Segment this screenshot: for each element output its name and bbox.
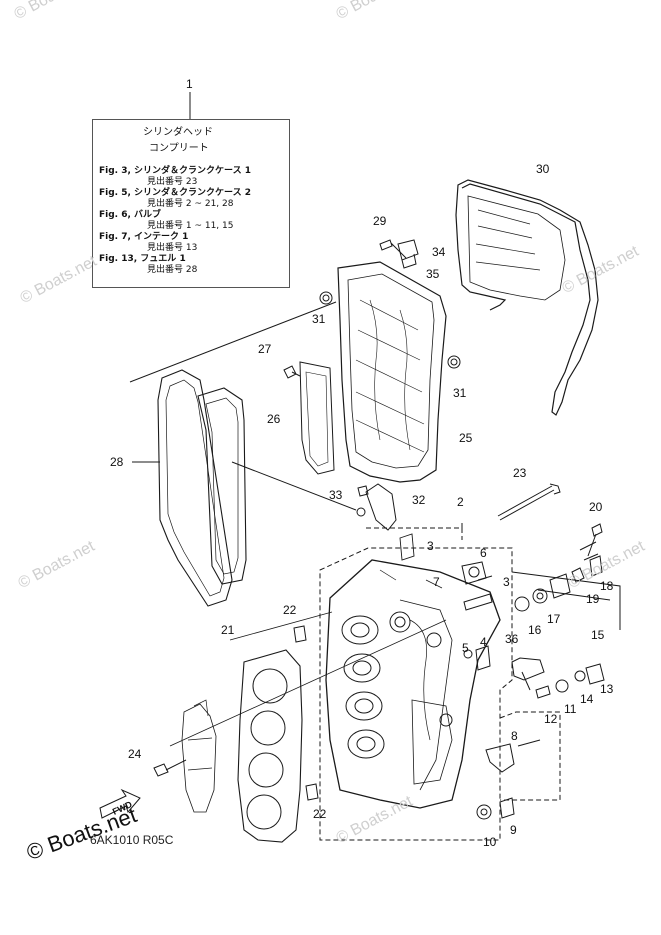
callout-18: 18 (600, 579, 614, 593)
gasket-28-right (197, 387, 247, 585)
note-title-2: コンプリート (149, 143, 209, 154)
callout-32: 32 (412, 493, 426, 507)
callout-36: 36 (505, 632, 519, 646)
callout-9: 9 (510, 823, 517, 837)
callout-1: 1 (186, 77, 193, 91)
callout-31-right: 31 (453, 386, 467, 400)
callout-25: 25 (459, 431, 473, 445)
callout-24: 24 (128, 747, 142, 761)
callout-22-upper: 22 (283, 603, 297, 617)
callout-12: 12 (544, 712, 558, 726)
callout-8: 8 (511, 729, 518, 743)
callout-10: 10 (483, 835, 497, 849)
callout-28: 28 (110, 455, 124, 469)
callout-3-upper: 3 (427, 539, 434, 553)
callout-21: 21 (221, 623, 235, 637)
note-line: 見出番号 2 ~ 21, 28 (147, 199, 234, 209)
callout-4: 4 (480, 635, 487, 649)
callout-13: 13 (600, 682, 614, 696)
callout-35: 35 (426, 267, 440, 281)
head-gasket (237, 649, 303, 843)
callout-26: 26 (267, 412, 281, 426)
note-line: Fig. 3, シリンダ＆クランクケース 1 (99, 166, 251, 176)
callout-34: 34 (432, 245, 446, 259)
callout-3-lower: 3 (503, 575, 510, 589)
callout-6: 6 (480, 546, 487, 560)
callout-29: 29 (373, 214, 387, 228)
callout-17: 17 (547, 612, 561, 626)
callout-5: 5 (462, 641, 469, 655)
note-line: Fig. 6, バルブ (99, 210, 162, 220)
callout-14: 14 (580, 692, 594, 706)
note-title-1: シリンダヘッド (143, 127, 213, 138)
callout-30: 30 (536, 162, 550, 176)
assembly-note-box: シリンダヘッド コンプリート Fig. 3, シリンダ＆クランクケース 1 見出… (92, 119, 290, 288)
callout-20: 20 (589, 500, 603, 514)
head-cover (337, 261, 447, 483)
callout-15: 15 (591, 628, 605, 642)
callout-33: 33 (329, 488, 343, 502)
note-line: Fig. 5, シリンダ＆クランクケース 2 (99, 188, 251, 198)
note-line: 見出番号 28 (147, 265, 198, 275)
cylinder-head (325, 559, 501, 809)
callout-16: 16 (528, 623, 542, 637)
gasket-28-left (157, 369, 233, 607)
callout-27: 27 (258, 342, 272, 356)
callout-23: 23 (513, 466, 527, 480)
note-line: 見出番号 13 (147, 243, 198, 253)
callout-11: 11 (564, 702, 577, 716)
note-line: 見出番号 1 ~ 11, 15 (147, 221, 234, 231)
note-line: 見出番号 23 (147, 177, 198, 187)
callout-2: 2 (457, 495, 464, 509)
callout-19: 19 (586, 592, 600, 606)
callout-22-lower: 22 (313, 807, 327, 821)
note-line: Fig. 13, フュエル 1 (99, 254, 186, 264)
note-line: Fig. 7, インテーク 1 (99, 232, 189, 242)
callout-31-left: 31 (312, 312, 326, 326)
cover-shield (455, 179, 599, 416)
callout-7: 7 (433, 575, 440, 589)
drawing-code: 6AK1010 R05C (90, 833, 174, 847)
